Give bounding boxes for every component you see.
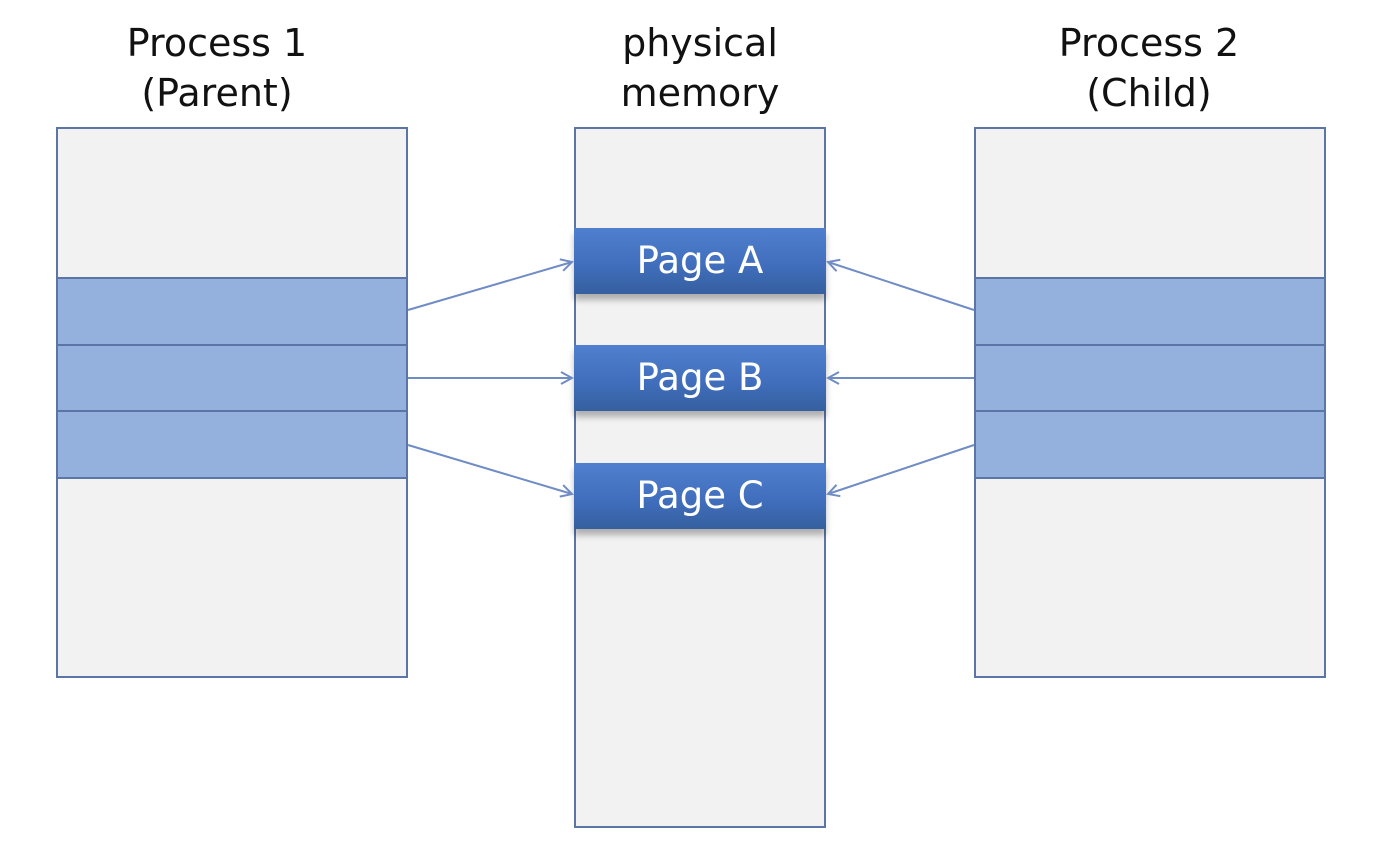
physical-memory: Page A Page B Page C xyxy=(574,127,826,828)
page-a: Page A xyxy=(574,228,826,294)
process2-address-space xyxy=(974,127,1326,678)
process2-page-a-entry xyxy=(976,277,1324,344)
process1-address-space xyxy=(56,127,408,678)
process2-title: Process 2 (Child) xyxy=(988,18,1310,118)
page-c: Page C xyxy=(574,463,826,529)
process2-title-line2: (Child) xyxy=(1086,71,1212,115)
arrow-p2-to-page-a xyxy=(828,262,975,311)
process1-page-c-entry xyxy=(58,410,406,479)
arrow-p1-to-page-c xyxy=(407,444,572,494)
process1-page-a-entry xyxy=(58,277,406,344)
process1-title-line1: Process 1 xyxy=(126,21,308,65)
process1-title: Process 1 (Parent) xyxy=(56,18,378,118)
arrow-p2-to-page-c xyxy=(828,444,975,494)
physical-memory-title-line2: memory xyxy=(620,71,780,115)
page-b: Page B xyxy=(574,345,826,411)
process1-title-line2: (Parent) xyxy=(141,71,293,115)
process2-page-c-entry xyxy=(976,410,1324,479)
physical-memory-title-line1: physical xyxy=(622,21,778,65)
process1-page-b-entry xyxy=(58,344,406,410)
process2-title-line1: Process 2 xyxy=(1058,21,1240,65)
process2-page-b-entry xyxy=(976,344,1324,410)
arrow-p1-to-page-a xyxy=(407,262,572,311)
physical-memory-title: physical memory xyxy=(574,18,826,118)
